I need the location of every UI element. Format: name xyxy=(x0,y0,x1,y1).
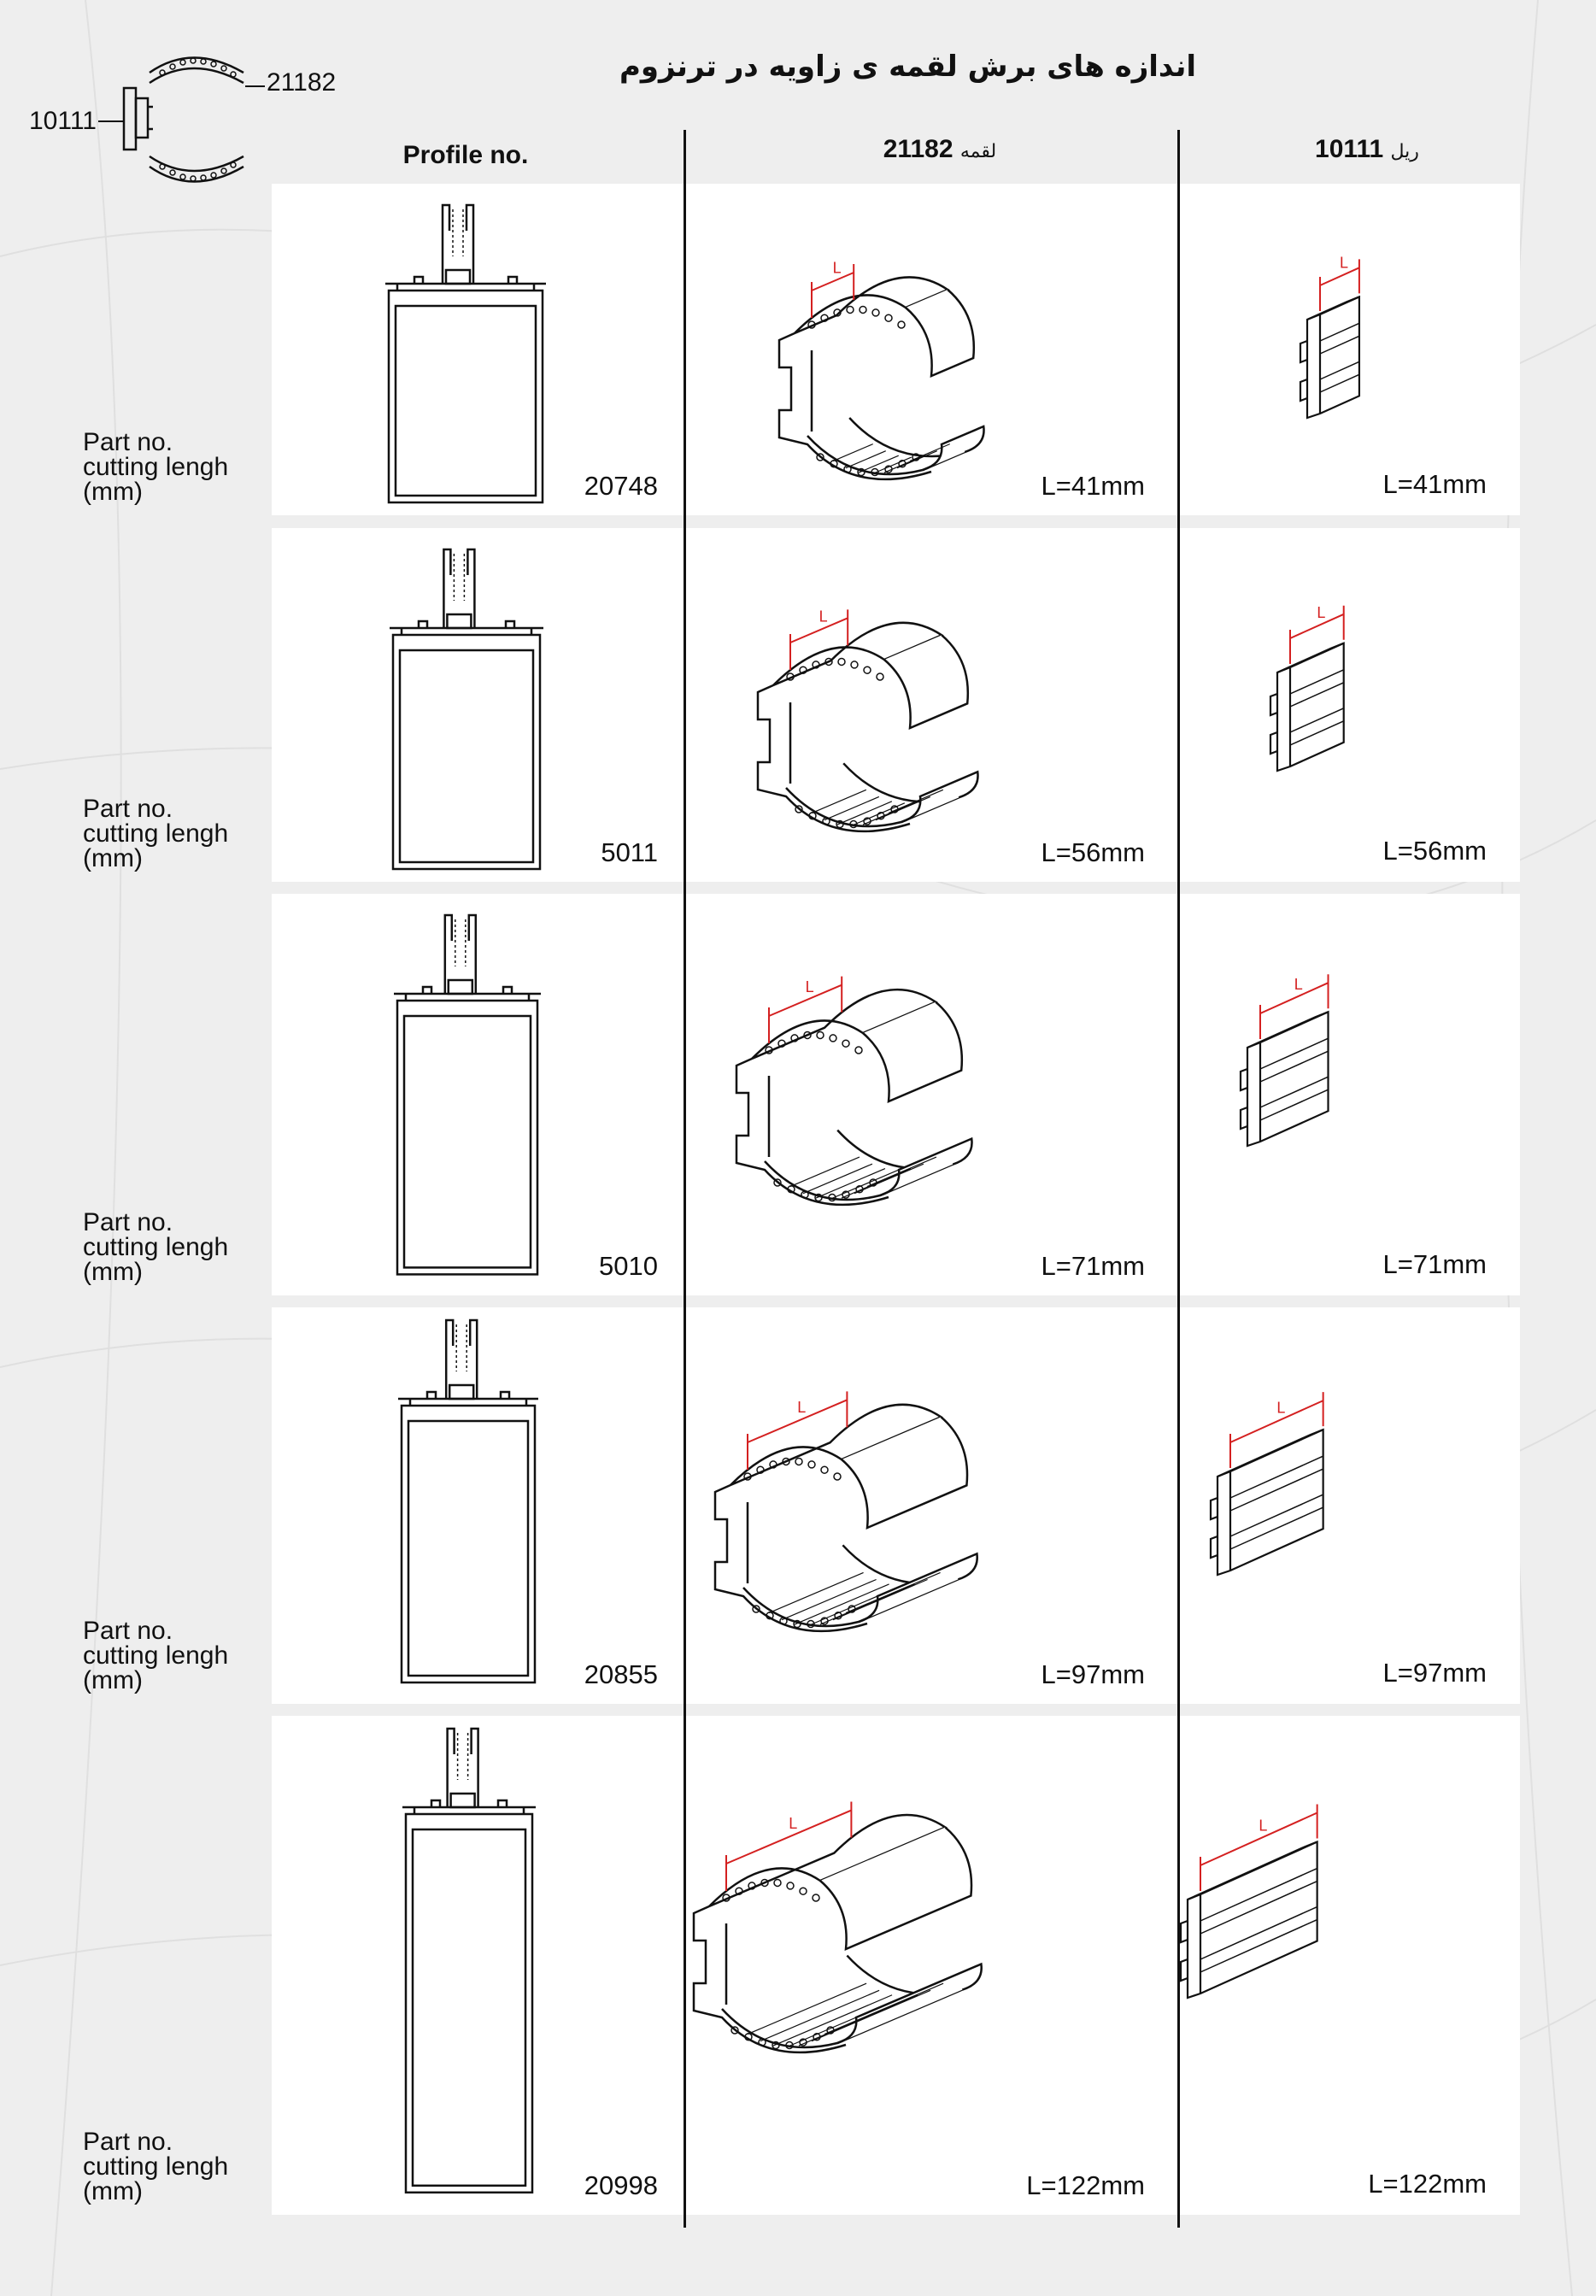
column-divider-1 xyxy=(684,130,686,2228)
rail-length-label: L=41mm xyxy=(1382,469,1487,499)
dimension-mark: L xyxy=(833,259,842,276)
dimension-mark: L xyxy=(806,978,814,995)
rail-drawing: L xyxy=(1239,973,1329,1148)
section-legend-diagram xyxy=(98,56,265,183)
rail-length-label: L=56mm xyxy=(1382,836,1487,866)
profile-cell xyxy=(272,528,684,882)
row-label-part: Part no. xyxy=(83,2128,173,2156)
row-label-unit: (mm) xyxy=(83,2177,143,2205)
column-divider-2 xyxy=(1177,130,1180,2228)
dimension-mark: L xyxy=(1259,1817,1267,1835)
profile-cell xyxy=(272,184,684,515)
profile-number: 20855 xyxy=(584,1659,658,1689)
corner-length-label: L=41mm xyxy=(1041,471,1145,501)
dimension-mark: L xyxy=(797,1399,806,1416)
rail-length-label: L=122mm xyxy=(1368,2169,1487,2199)
column-header-rail: 10111 ریل xyxy=(1196,135,1538,164)
row-label: Part no. cutting lengh (mm) xyxy=(83,2128,229,2205)
corner-length-label: L=71mm xyxy=(1041,1251,1145,1281)
rail-code: 10111 xyxy=(1315,135,1384,163)
row-label-length: cutting lengh xyxy=(83,819,229,848)
rail-drawing: L xyxy=(1269,604,1345,772)
profile-section-drawing xyxy=(394,913,541,1276)
rail-drawing: L xyxy=(1299,254,1361,420)
rail-cell xyxy=(1180,894,1520,1295)
row-label-length: cutting lengh xyxy=(83,453,229,481)
dimension-mark: L xyxy=(1276,1399,1285,1416)
row-label-part: Part no. xyxy=(83,1208,173,1236)
page-title: اندازه های برش لقمه ی زاویه در ترنزوم xyxy=(619,50,1196,84)
rail-length-label: L=97mm xyxy=(1382,1658,1487,1688)
corner-length-label: L=56mm xyxy=(1041,837,1145,867)
corner-piece-drawing: L xyxy=(692,1801,983,2054)
dimension-mark: L xyxy=(1294,976,1303,993)
column-header-corner: 21182 لقمه xyxy=(769,135,1111,164)
row-label-unit: (mm) xyxy=(83,478,143,506)
corner-piece-drawing: L xyxy=(735,976,973,1206)
profile-cell xyxy=(272,894,684,1295)
corner-piece-drawing: L xyxy=(756,608,979,832)
row-label-length: cutting lengh xyxy=(83,2152,229,2181)
rail-drawing: L xyxy=(1179,1804,1318,1999)
corner-length-label: L=97mm xyxy=(1041,1659,1145,1689)
corner-code: 21182 xyxy=(883,135,953,163)
row-label: Part no. cutting lengh (mm) xyxy=(83,1617,229,1694)
corner-length-label: L=122mm xyxy=(1026,2170,1145,2200)
corner-piece-cell xyxy=(686,1307,1177,1704)
row-label-unit: (mm) xyxy=(83,844,143,872)
dimension-mark: L xyxy=(1317,604,1325,621)
corner-piece-drawing: L xyxy=(713,1391,978,1633)
profile-number: 5010 xyxy=(599,1251,658,1281)
profile-section-drawing xyxy=(385,203,546,504)
row-label-unit: (mm) xyxy=(83,1666,143,1694)
legend-label-21182: 21182 xyxy=(267,68,337,97)
rail-drawing: L xyxy=(1209,1392,1324,1577)
dimension-mark: L xyxy=(1340,254,1348,271)
profile-number: 20748 xyxy=(584,471,658,501)
row-label-part: Part no. xyxy=(83,428,173,456)
dimension-mark: L xyxy=(789,1815,797,1832)
row-label-part: Part no. xyxy=(83,795,173,823)
row-label: Part no. cutting lengh (mm) xyxy=(83,795,229,872)
profile-number: 5011 xyxy=(601,837,658,867)
row-label: Part no. cutting lengh (mm) xyxy=(83,428,229,506)
corner-piece-cell xyxy=(686,1716,1177,2215)
corner-label-fa: لقمه xyxy=(959,141,997,162)
row-label-part: Part no. xyxy=(83,1617,173,1645)
profile-section-drawing xyxy=(390,548,543,871)
profile-section-drawing xyxy=(402,1727,536,2194)
row-label: Part no. cutting lengh (mm) xyxy=(83,1208,229,1286)
rail-label-fa: ریل xyxy=(1390,141,1419,162)
rail-length-label: L=71mm xyxy=(1382,1249,1487,1279)
legend-label-10111: 10111 xyxy=(29,107,97,135)
row-label-length: cutting lengh xyxy=(83,1233,229,1261)
column-header-profile: Profile no. xyxy=(402,141,529,169)
profile-section-drawing xyxy=(398,1318,538,1684)
rail-cell xyxy=(1180,528,1520,882)
row-label-unit: (mm) xyxy=(83,1258,143,1286)
dimension-mark: L xyxy=(819,608,828,625)
corner-piece-drawing: L xyxy=(777,259,985,480)
row-label-length: cutting lengh xyxy=(83,1641,229,1670)
profile-number: 20998 xyxy=(584,2170,658,2200)
